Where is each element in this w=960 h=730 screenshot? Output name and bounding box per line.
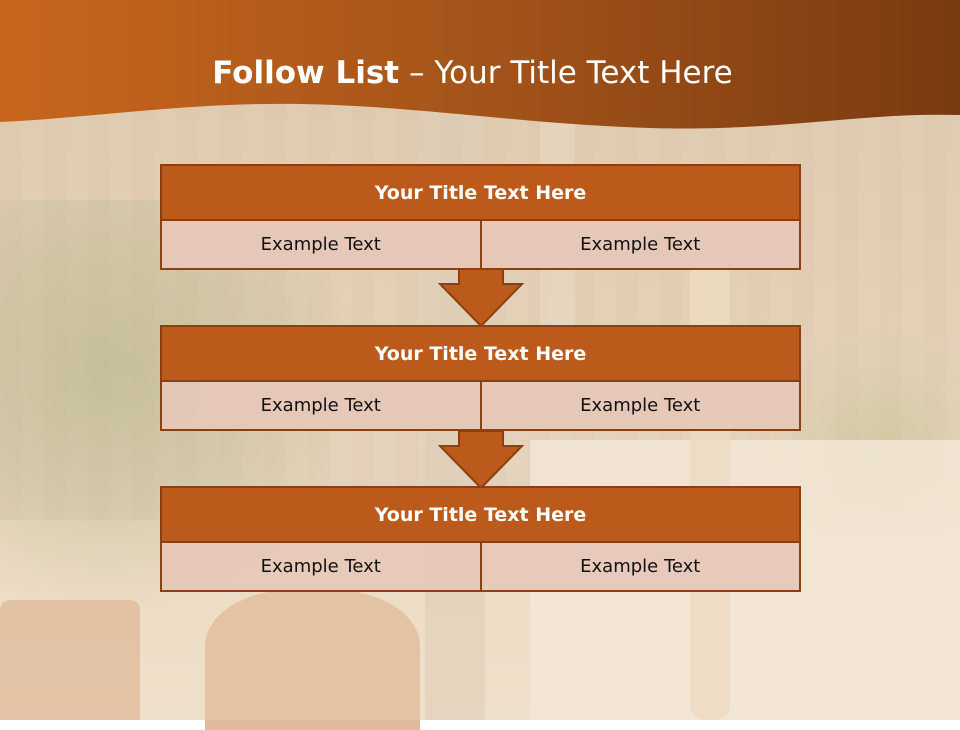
row-title: Your Title Text Here <box>160 486 801 543</box>
row-cell-left: Example Text <box>162 221 480 268</box>
row-cell-left: Example Text <box>162 382 480 429</box>
slide-title: Follow List – Your Title Text Here <box>0 55 945 91</box>
row-cell-right: Example Text <box>479 221 799 268</box>
row-cell-right: Example Text <box>479 543 799 590</box>
list-row-1: Your Title Text Here Example Text Exampl… <box>160 164 801 270</box>
down-arrow-icon <box>438 430 524 490</box>
row-cells: Example Text Example Text <box>160 221 801 270</box>
clay-pot-tipped <box>205 590 420 730</box>
down-arrow-icon <box>438 268 524 328</box>
row-title: Your Title Text Here <box>160 164 801 221</box>
row-cells: Example Text Example Text <box>160 382 801 431</box>
row-cells: Example Text Example Text <box>160 543 801 592</box>
header-band <box>0 0 960 129</box>
slide-title-bold: Follow List <box>212 55 400 91</box>
slide-title-rest: – Your Title Text Here <box>408 55 733 91</box>
row-title: Your Title Text Here <box>160 325 801 382</box>
clay-pot-left <box>0 600 140 720</box>
row-cell-right: Example Text <box>479 382 799 429</box>
list-row-3: Your Title Text Here Example Text Exampl… <box>160 486 801 592</box>
row-cell-left: Example Text <box>162 543 480 590</box>
list-row-2: Your Title Text Here Example Text Exampl… <box>160 325 801 431</box>
